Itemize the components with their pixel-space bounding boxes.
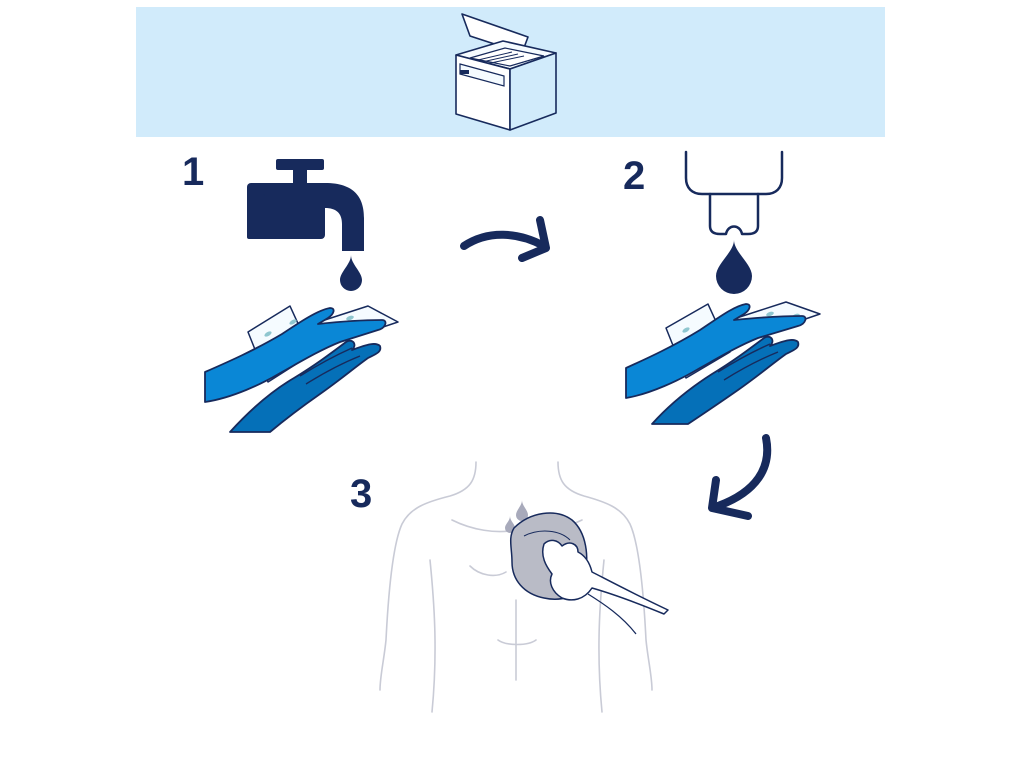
water-drop-icon <box>505 516 515 533</box>
washing-hand <box>541 539 669 615</box>
hands-with-wipe-2 <box>625 301 821 425</box>
water-drop-icon <box>516 500 528 521</box>
torso-outline <box>379 461 653 713</box>
step-number-1: 1 <box>182 150 205 194</box>
step-number-3: 3 <box>350 472 373 516</box>
curved-arrow-right-icon <box>460 216 550 262</box>
body-wash-icon <box>379 461 669 713</box>
water-tap-icon <box>247 159 364 291</box>
curved-arrow-down-left-icon <box>708 434 772 520</box>
wipes-box-icon <box>455 13 557 131</box>
soap-dispenser-icon <box>684 150 784 294</box>
hands-with-wipe-1 <box>204 305 399 433</box>
step-number-2: 2 <box>623 154 646 198</box>
